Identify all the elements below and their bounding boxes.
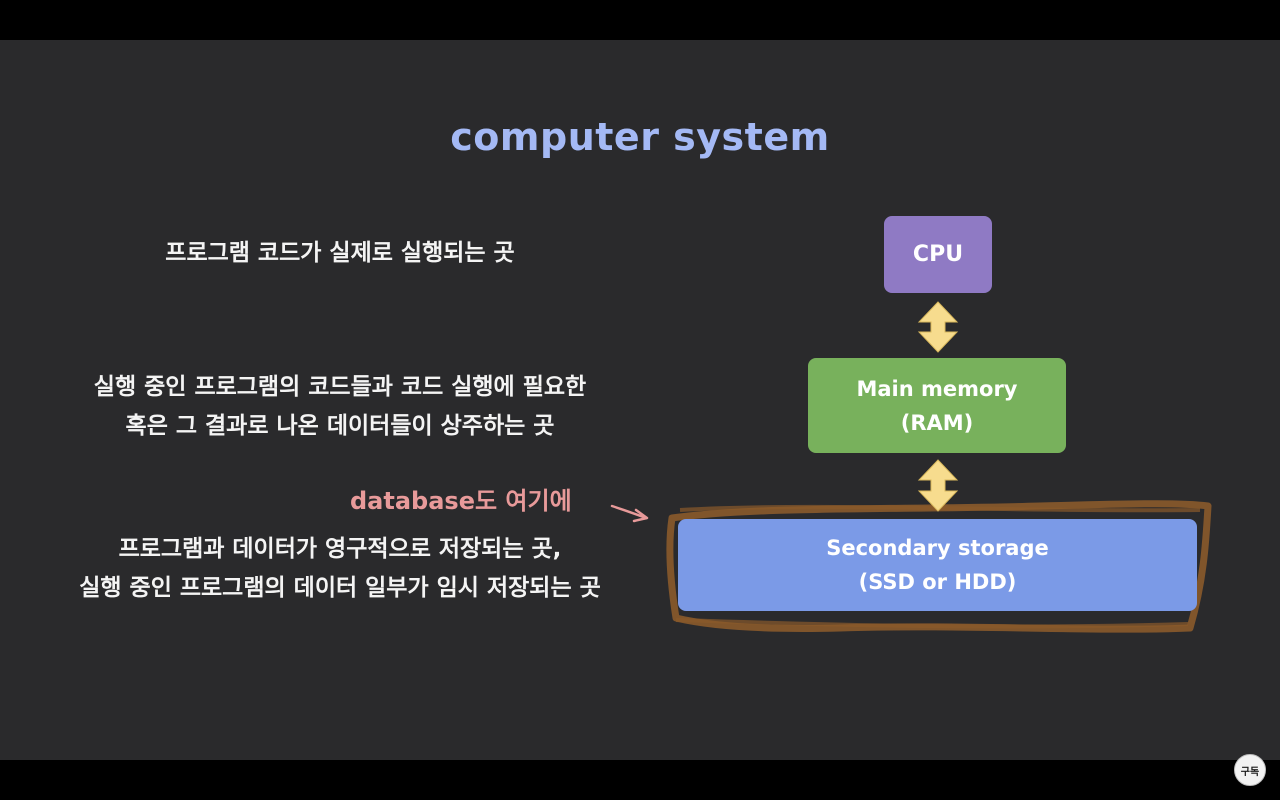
cpu-description-line: 프로그램 코드가 실제로 실행되는 곳 [165,240,515,266]
cpu-description: 프로그램 코드가 실제로 실행되는 곳 [60,234,620,273]
double-arrow-icon [917,301,959,353]
slide-title: computer system [450,115,830,159]
subscribe-button[interactable]: 구독 [1234,754,1266,786]
storage-description-line: 실행 중인 프로그램의 데이터 일부가 임시 저장되는 곳 [79,575,601,601]
database-annotation: database도 여기에 [350,487,572,515]
main-memory-box: Main memory (RAM) [808,358,1066,453]
storage-description: 프로그램과 데이터가 영구적으로 저장되는 곳, 실행 중인 프로그램의 데이터… [30,530,650,608]
main-memory-sublabel: (RAM) [900,410,974,435]
double-arrow-icon [917,459,959,512]
cpu-label: CPU [912,242,964,267]
ram-description-line: 실행 중인 프로그램의 코드들과 코드 실행에 필요한 [93,374,587,400]
cpu-box: CPU [884,216,992,293]
secondary-storage-label: Secondary storage [826,536,1049,560]
main-memory-label: Main memory [856,376,1018,401]
ram-description: 실행 중인 프로그램의 코드들과 코드 실행에 필요한 혹은 그 결과로 나온 … [40,368,640,446]
secondary-storage-sublabel: (SSD or HDD) [858,570,1017,594]
secondary-storage-box: Secondary storage (SSD or HDD) [678,519,1197,611]
slide: computer system 프로그램 코드가 실제로 실행되는 곳 실행 중… [0,40,1280,760]
ram-description-line: 혹은 그 결과로 나온 데이터들이 상주하는 곳 [125,413,555,439]
storage-description-line: 프로그램과 데이터가 영구적으로 저장되는 곳, [118,536,562,562]
